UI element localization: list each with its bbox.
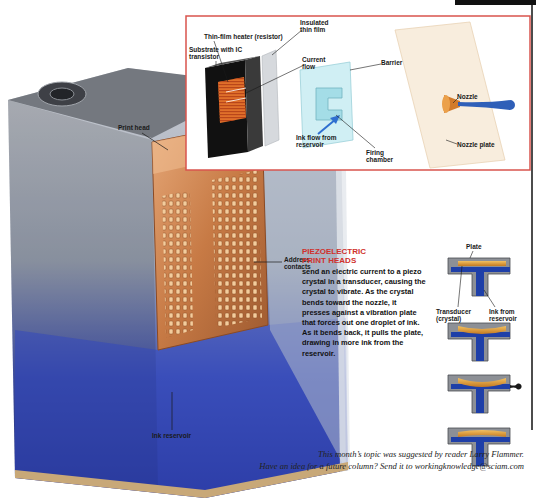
- thermal-inset-part: [205, 60, 248, 158]
- piezo-step-part: [448, 375, 510, 413]
- leader-lines: [142, 133, 282, 430]
- ink-cartridge-part: [212, 170, 262, 328]
- thermal-inset: [186, 16, 530, 170]
- piezo-sequence: [448, 251, 522, 466]
- part-label: Firing chamber: [366, 149, 400, 164]
- thermal-inset-part: [218, 77, 246, 123]
- part-label: Ink flow from reservoir: [296, 134, 348, 149]
- leader-lines-part: [142, 133, 168, 150]
- thermal-inset-part: [245, 56, 263, 152]
- piezo-step-part: [458, 326, 506, 334]
- part-label: Substrate with IC transistor: [189, 46, 247, 61]
- thermal-inset-part: [395, 22, 505, 168]
- thermal-inset-part-part: [216, 61, 217, 70]
- piezo-step-part: [458, 261, 506, 266]
- leader-line: [458, 266, 462, 307]
- thermal-inset-part: [214, 30, 458, 148]
- piezo-step: [448, 375, 522, 413]
- thermal-inset-part-part: [246, 66, 302, 93]
- thermal-inset-part: [218, 77, 246, 123]
- leader-lines-part: [172, 392, 173, 430]
- ink-cartridge-part: [38, 82, 86, 106]
- thermal-inset-part-part: [350, 64, 381, 70]
- part-label: Transducer (crystal): [436, 308, 480, 323]
- thermal-inset-part: [316, 88, 342, 120]
- leader-line: [470, 251, 473, 258]
- section-heading: PIEZOELECTRIC PRINT HEADS: [302, 247, 384, 266]
- ink-cartridge-part: [50, 88, 74, 100]
- thermal-inset-part: [458, 100, 515, 110]
- piezo-step-part: [448, 258, 510, 296]
- frame-bar: [455, 0, 536, 5]
- piezo-step-part: [458, 430, 506, 437]
- part-label: Current flow: [302, 56, 332, 71]
- part-label: Ink from reservoir: [489, 308, 529, 323]
- piezo-step: [448, 323, 510, 361]
- footer-note: Have an idea for a future column? Send i…: [100, 461, 524, 471]
- part-label: Plate: [466, 243, 482, 250]
- thermal-inset-part: [226, 88, 246, 102]
- ink-cartridge-part: [162, 190, 193, 338]
- thermal-inset-part: [330, 115, 340, 124]
- thermal-inset-part: [186, 16, 530, 170]
- section-body: send an electric current to a piezo crys…: [302, 267, 426, 359]
- piezo-step-part: [510, 384, 522, 390]
- part-label: Barrier: [381, 59, 402, 66]
- part-label: Nozzle plate: [457, 141, 495, 148]
- part-label: Thin-film heater (resistor): [204, 33, 283, 40]
- footer-note: This month’s topic was suggested by read…: [150, 449, 524, 459]
- part-label: Nozzle: [457, 93, 478, 100]
- thermal-inset-part-part: [336, 115, 375, 148]
- part-label: Ink reservoir: [152, 432, 191, 439]
- frame-line: [531, 0, 533, 430]
- piezo-step: [448, 428, 510, 466]
- piezo-step-part: [448, 323, 510, 361]
- leader-lines-part: [254, 262, 282, 263]
- thermal-inset-part: [442, 95, 450, 113]
- piezo-step-part: [458, 378, 506, 387]
- thermal-inset-part-part: [226, 88, 246, 92]
- piezo-step: [448, 258, 510, 296]
- thermal-inset-part: [262, 50, 279, 146]
- piezo-step-part: [448, 428, 510, 466]
- part-label: Insulated thin film: [300, 19, 338, 34]
- thermal-inset-part-part: [446, 140, 457, 144]
- thermal-inset-part-part: [226, 98, 246, 102]
- part-label: Print head: [118, 124, 150, 131]
- leader-line: [484, 290, 495, 307]
